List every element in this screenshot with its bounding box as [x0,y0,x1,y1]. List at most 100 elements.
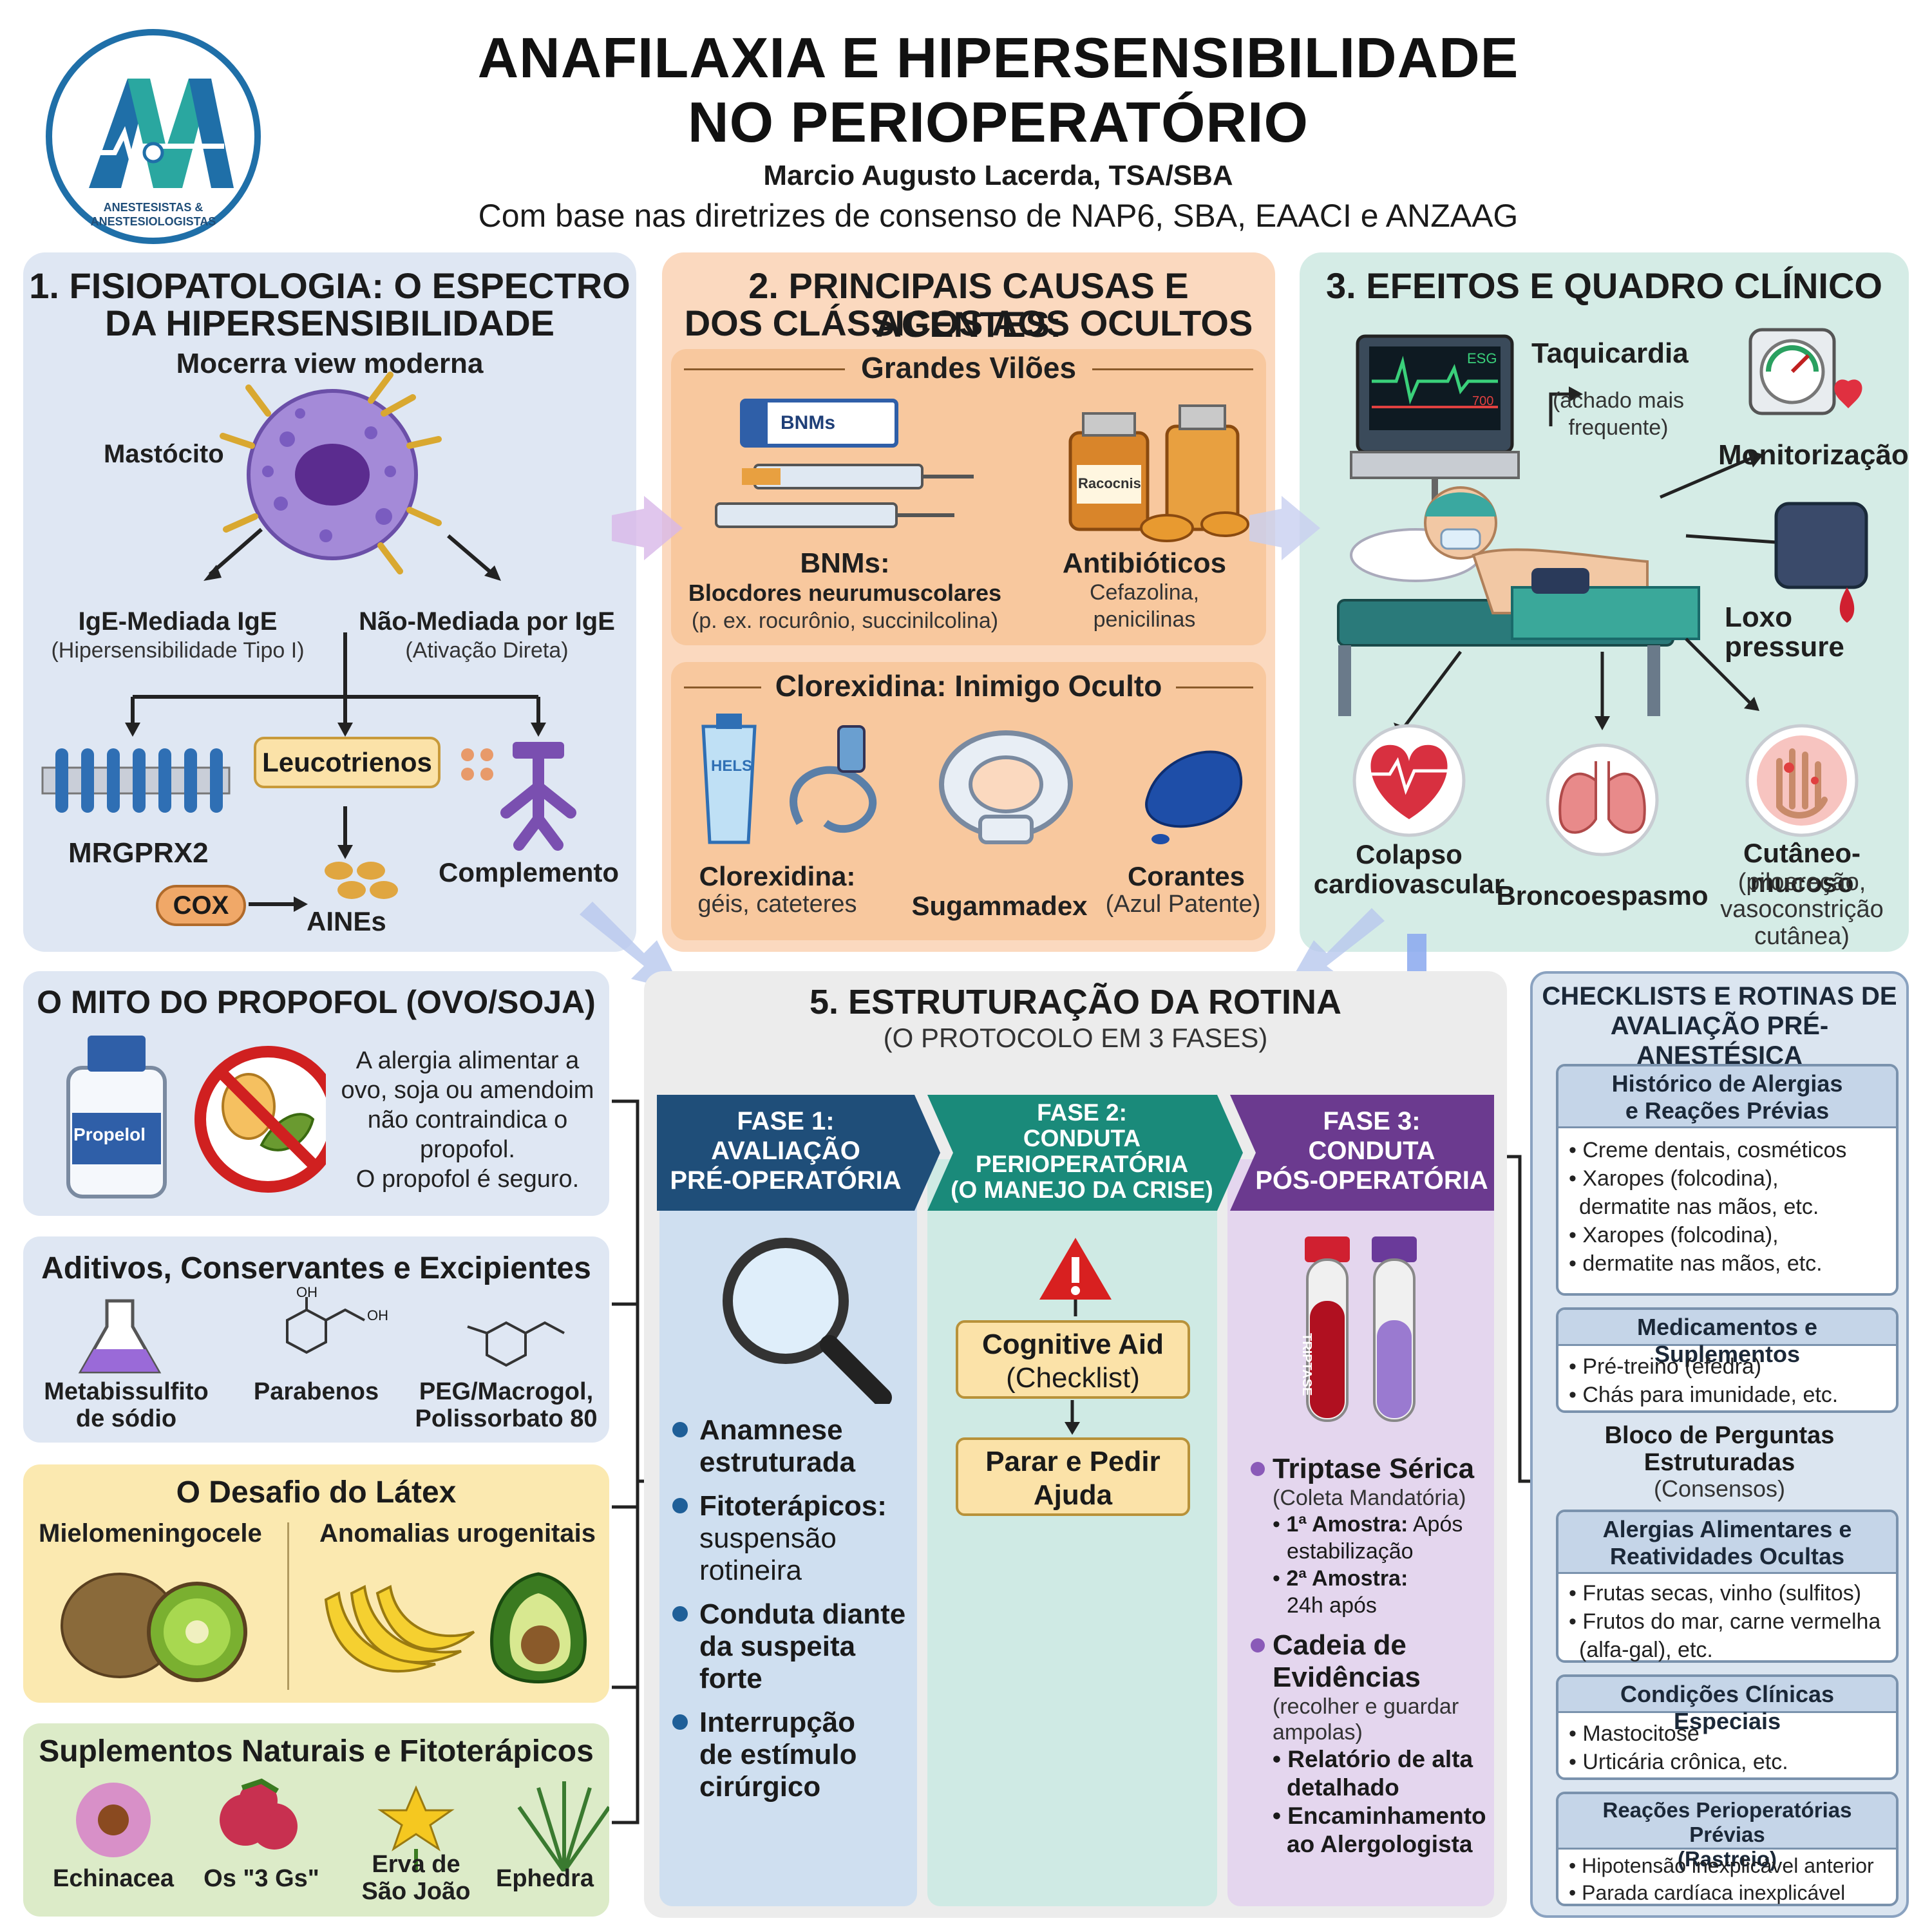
magnifying-glass-icon [723,1238,892,1404]
arrow-down-icon [1065,1400,1080,1435]
tachycardia-sub-1: (achado mais [1552,388,1685,413]
phase1-item-4: Interrupção de estímulo cirúrgico [670,1707,914,1803]
skin-sub-3: cutânea) [1754,923,1850,950]
chain-line-1: Cadeia de [1273,1629,1406,1661]
bronchospasm-label: Broncoespasmo [1496,880,1709,911]
skin-title: Cutâneo-mucoso [1743,838,1861,898]
bnm-title: BNMs: [800,547,890,579]
mast-cell-diagram [41,372,576,912]
additives-box: Aditivos, Conservantes e Excipientes OH … [23,1236,609,1443]
mast-cell-icon [220,372,442,574]
echinacea-icon [76,1783,151,1857]
avocado-icon [490,1572,587,1683]
patient-scene-icon [1337,328,1868,857]
oh-label-2: OH [367,1307,388,1323]
latex-right-label: Anomalias urogenitais [319,1519,596,1548]
low-pressure-label: Loxo pressure [1725,601,1844,663]
checklist-box-food-allergy: Alergias Alimentares e Reatividades Ocul… [1556,1510,1899,1663]
propofol-text: A alergia alimentar a ovo, soja ou amend… [332,1046,603,1194]
panel2-title-1: 2. PRINCIPAIS CAUSAS E AGENTES: [748,265,1189,345]
additive-1-line-1: Metabissulfito [44,1378,209,1405]
logo-aa-icon [46,29,261,244]
antibiotics-sub-1: Cefazolina, [1089,580,1200,605]
monitor-label: ESG [1467,350,1497,366]
additives-title: Aditivos, Conservantes e Excipientes [41,1251,591,1285]
supplement-2: Os "3 Gs" [204,1865,319,1892]
propofol-text-line-4: propofol. [420,1136,515,1163]
propofol-myth-box: O MITO DO PROPOFOL (OVO/SOJA) Propelol A… [23,971,609,1216]
checklist-box-medications: Medicamentos e Suplementos • Pré-treino … [1556,1307,1899,1413]
logo: ANESTESISTAS & ANESTESIOLOGISTAS [44,27,263,246]
supplement-3-line-2: São João [361,1878,471,1905]
aines-label: AINEs [307,906,386,936]
phase1-item-2: Fitoterápicos: suspensão rotineira [670,1490,914,1587]
kiwi-icon [61,1573,247,1682]
complement-icon [461,742,576,851]
latex-box: O Desafio do Látex Mielomeningocele Anom… [23,1464,609,1703]
supplement-1: Echinacea [53,1865,174,1892]
tryptase-sub: (Coleta Mandatória) [1273,1486,1466,1510]
sample-1: • 1ª Amostra: Após [1273,1512,1463,1537]
phase2-line-4: (O MANEJO DA CRISE) [951,1177,1213,1203]
phase3-line-1: FASE 3: [1323,1107,1421,1135]
question-block-title-2: Estruturadas [1643,1449,1795,1476]
tachycardia-title: Taquicardia [1531,337,1689,369]
question-block-sub: (Consensos) [1653,1475,1786,1502]
ephedra-icon [517,1781,609,1871]
panel-pathophysiology: 1. FISIOPATOLOGIA: O ESPECTRO DA HIPERSE… [23,252,636,952]
phase1-header: FASE 1: AVALIAÇÃO PRÉ-OPERATÓRIA [657,1106,914,1195]
latex-title: O Desafio do Látex [176,1475,457,1510]
complement-label: Complemento [438,857,619,887]
panel1-title-2: DA HIPERSENSIBILIDADE [104,303,554,343]
dyes-title: Corantes [1127,861,1245,891]
chlorhexidine-title: Clorexidina: Inimigo Oculto [775,669,1162,703]
blood-tubes-icon [1305,1236,1417,1422]
leukotrienes-pill: Leucotrienos [254,737,440,788]
supplement-3-line-1: Erva de [372,1851,460,1878]
gel-label: HELS [711,757,753,775]
heart-icon [1352,724,1466,837]
supplements-title: Suplementos Naturais e Fitoterápicos [39,1734,594,1768]
chlorhexidine-box: Clorexidina: Inimigo Oculto HELS Clorexi… [671,662,1266,940]
vial-label: Racocnis [1078,475,1141,491]
phase1-item-3: Conduta diante da suspeita forte [670,1598,914,1695]
chlorhexidine-items-icons [701,714,1243,844]
latex-left-label: Mielomeningocele [39,1519,262,1548]
phase2-line-3: PERIOPERATÓRIA [975,1151,1189,1177]
question-block-title-1: Bloco de Perguntas [1604,1422,1835,1449]
phase2-header: FASE 2: CONDUTA PERIOPERATÓRIA (O MANEJO… [947,1100,1217,1203]
additive-3-line-1: PEG/Macrogol, [419,1378,594,1405]
phase1-line-2: AVALIAÇÃO [711,1137,860,1165]
tachycardia-sub-2: frequente) [1568,415,1669,440]
refer-line-1: • Encaminhamento [1273,1803,1486,1829]
logo-text-2: ANESTESIOLOGISTAS [90,215,216,228]
supplements-icons [76,1778,609,1871]
bnm-syringes-icon [715,399,1249,542]
propofol-title: O MITO DO PROPOFOL (OVO/SOJA) [37,984,596,1020]
logo-text-1: ANESTESISTAS & [103,201,204,214]
ige-mediated-title: IgE-Mediada IgE [78,607,278,636]
phase-header-chevrons [657,1095,1494,1211]
phase1-item-1: Anamnese estruturada [670,1414,914,1479]
antibiotics-sub-2: penicilinas [1093,607,1196,632]
propofol-bottle-label: Propelol [73,1124,146,1144]
propofol-text-line-5: O propofol é seguro. [355,1166,580,1193]
tube-label: TRIPTASE [1300,1333,1314,1396]
bnm-sub-2: (p. ex. rocurônio, succinilcolina) [691,609,999,633]
phase3-line-3: PÓS-OPERATÓRIA [1255,1166,1488,1195]
chain-line-2: Evidências [1273,1662,1421,1693]
phase1-list: Anamnese estruturada Fitoterápicos: susp… [670,1414,914,1803]
phase1-line-3: PRÉ-OPERATÓRIA [670,1166,902,1195]
phase3-list: Triptase Sérica (Coleta Mandatória) • 1ª… [1249,1453,1494,1859]
dyes-sub: (Azul Patente) [1105,891,1261,918]
author: Marcio Augusto Lacerda, TSA/SBA [763,160,1233,191]
cox-pill: COX [156,885,246,926]
phase1-line-1: FASE 1: [737,1107,835,1135]
panel-clinical-effects: 3. EFEITOS E QUADRO CLÍNICO [1300,252,1909,952]
page-subtitle: Com base nas diretrizes de consenso de N… [478,198,1519,234]
ige-mediated-sub: (Hipersensibilidade Tipo I) [51,638,305,663]
propofol-text-line-3: não contraindica o [367,1106,568,1133]
propofol-text-line-1: A alergia alimentar a [355,1047,580,1074]
monitor-value: 700 [1472,394,1494,408]
monitoring-gauge-icon [1748,328,1862,415]
